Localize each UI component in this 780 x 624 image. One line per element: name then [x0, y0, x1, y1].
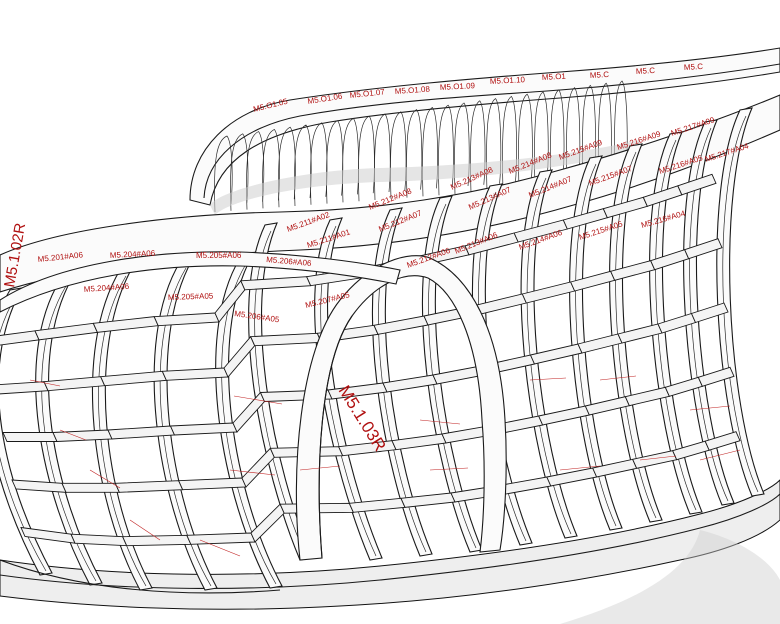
- annotation-mark: [529, 377, 567, 381]
- rear-tunnel: [189, 47, 780, 215]
- shelf-panel: [186, 532, 256, 545]
- tunnel-arch: [422, 106, 438, 197]
- rib: [371, 207, 433, 557]
- annotation-mark: [89, 469, 121, 489]
- rib: [91, 267, 153, 591]
- rib: [683, 119, 735, 506]
- annotation-mark: [29, 379, 61, 387]
- shelf-panel: [697, 366, 735, 387]
- tunnel-arch: [550, 89, 565, 187]
- annotation-mark: [689, 405, 731, 411]
- rib: [314, 217, 383, 561]
- top-band-label: M5.C: [684, 62, 704, 72]
- top-band-label: M5.C: [636, 66, 656, 76]
- part-label: M5.204#A06: [84, 282, 130, 294]
- shelf-panel: [704, 431, 741, 451]
- tunnel-arch: [246, 131, 265, 210]
- tunnel-arch: [598, 82, 612, 184]
- tunnel-arch: [214, 135, 233, 213]
- front-arch: [295, 255, 507, 561]
- annotation-mark: [59, 429, 87, 441]
- tunnel-arch: [566, 87, 581, 186]
- tunnel-arch: [486, 98, 502, 192]
- tunnel-arches: [214, 80, 628, 213]
- annotation-mark: [199, 539, 241, 557]
- shelf-panel: [121, 534, 192, 547]
- top-band-label: M5.O1.07: [349, 87, 385, 100]
- front-band-label: M5.206#A06: [266, 255, 313, 268]
- rib: [153, 259, 218, 591]
- rib: [520, 169, 578, 539]
- rib-edge: [0, 295, 47, 572]
- rib: [609, 143, 663, 523]
- annotation-mark: [559, 465, 601, 471]
- annotation-mark: [229, 469, 276, 476]
- annotation-mark: [129, 519, 161, 541]
- tunnel-arch: [502, 95, 517, 191]
- shelf-panel: [677, 173, 717, 196]
- top-band-label: M5.O1: [542, 72, 567, 82]
- annotation-mark: [699, 449, 741, 461]
- annotation-mark: [639, 455, 677, 461]
- tunnel-arch: [374, 113, 391, 201]
- tunnel-arch: [230, 133, 249, 211]
- rib: [0, 287, 53, 576]
- shelf-panel: [684, 238, 723, 260]
- annotation-mark: [419, 419, 461, 425]
- top-band-label: M5.O1.09: [440, 81, 476, 92]
- main-body: [0, 94, 780, 624]
- shelf-panel: [52, 429, 113, 442]
- tunnel-arch: [534, 91, 549, 189]
- rib-annotation-marks: [29, 375, 741, 557]
- tunnel-arch: [518, 93, 533, 190]
- tunnel-arch: [582, 84, 596, 185]
- tunnel-arch: [262, 128, 280, 209]
- annotation-mark: [429, 467, 469, 471]
- rib: [716, 107, 765, 497]
- shelf-panel: [2, 432, 58, 442]
- tunnel-arch: [294, 124, 312, 207]
- tunnel-arch: [470, 100, 486, 193]
- shelf-panel: [690, 302, 729, 324]
- tunnel-arch: [406, 109, 423, 198]
- top-band-label: M5.O1.08: [395, 85, 431, 96]
- tunnel-arch: [454, 102, 470, 195]
- annotation-mark: [233, 395, 283, 405]
- rib: [649, 131, 703, 515]
- front-shell-edge: [0, 251, 401, 594]
- front-band-label: M5.204#A06: [110, 249, 156, 260]
- annotation-mark: [599, 375, 637, 381]
- tunnel-arch: [390, 111, 407, 199]
- annotation-mark: [299, 465, 341, 471]
- part-label: M5.205#A05: [168, 291, 214, 302]
- tunnel-arch: [310, 122, 328, 205]
- rib: [215, 255, 283, 589]
- shelf-panel: [61, 482, 121, 493]
- top-band-label: M5.C: [590, 70, 610, 80]
- top-band-label: M5.O1.10: [490, 75, 526, 86]
- rib: [569, 155, 623, 531]
- front-band-label: M5.205#A06: [196, 251, 242, 260]
- tunnel-arch: [438, 104, 454, 196]
- tunnel-arch: [278, 126, 296, 208]
